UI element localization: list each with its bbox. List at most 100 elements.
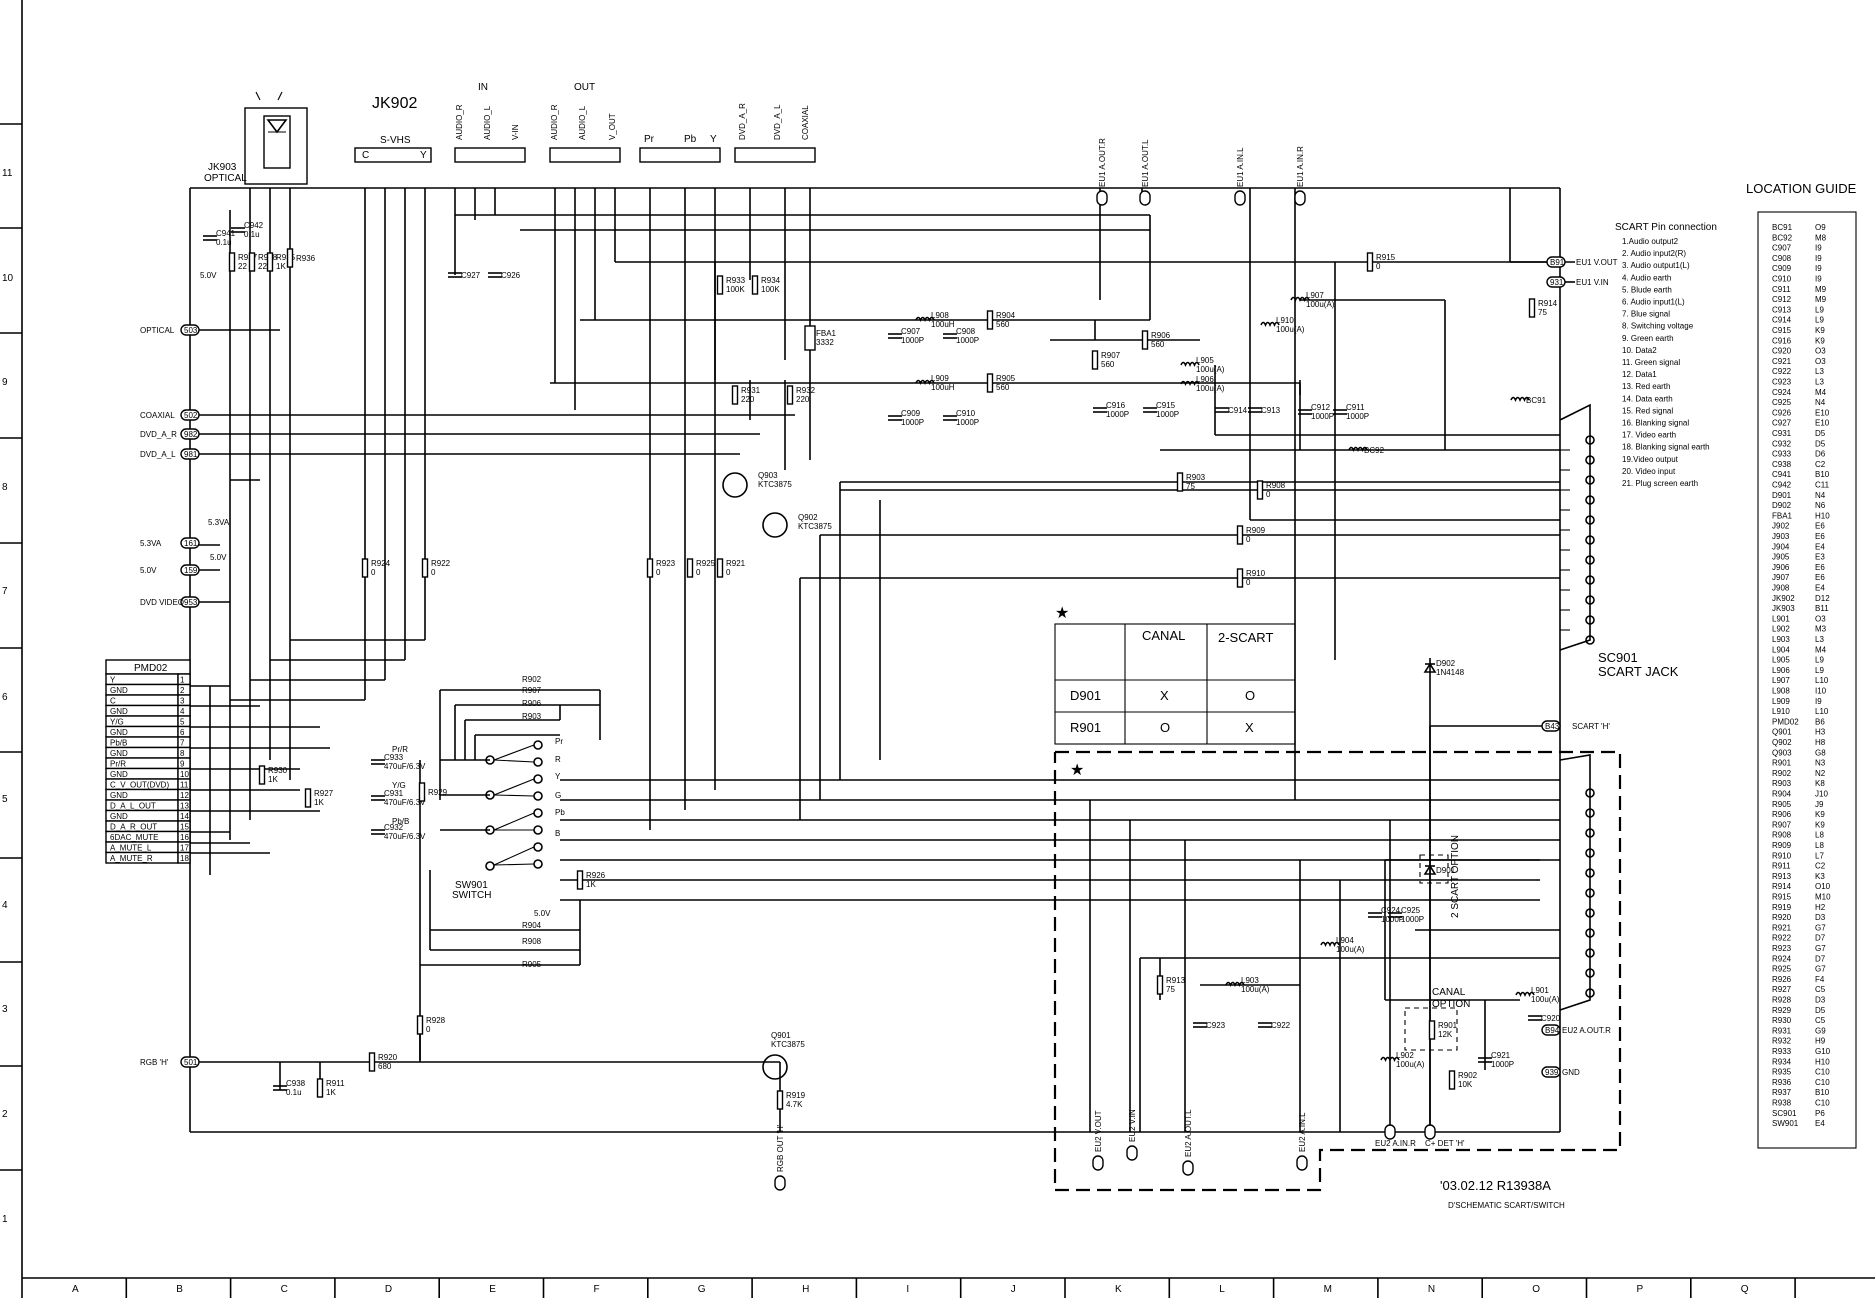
col-label: Q [1741, 1284, 1749, 1295]
location-ref: C910 [1772, 275, 1792, 284]
connector-svhs: JK902 S-VHS C Y [354, 95, 432, 163]
scart-pin-item: 10. Data2 [1622, 346, 1657, 355]
location-ref: J905 [1772, 553, 1790, 562]
r913-label: R913 [1166, 976, 1186, 985]
sw_y-label: Y [555, 772, 561, 781]
location-grid: L9 [1815, 666, 1824, 675]
location-ref: C920 [1772, 347, 1792, 356]
c941-label: C941 [216, 229, 236, 238]
row-label: 4 [2, 900, 8, 911]
location-ref: R913 [1772, 872, 1792, 881]
location-grid: H8 [1815, 738, 1826, 747]
r927-label: R927 [314, 789, 334, 798]
location-ref: L908 [1772, 687, 1790, 696]
col-label: P [1637, 1284, 1644, 1295]
scart-pin-item: 19.Video output [1622, 455, 1679, 464]
location-grid: H9 [1815, 1037, 1826, 1046]
r924-label: R924 [371, 559, 391, 568]
pmd02-pin: 6DAC_MUTE [110, 833, 158, 842]
r935-value: 1K [276, 262, 286, 271]
d902-value: 1N4148 [1436, 668, 1465, 677]
location-grid: G8 [1815, 748, 1826, 757]
table-header-2scart: 2-SCART [1218, 630, 1273, 645]
scart-pin-item: 20. Video input [1622, 467, 1676, 476]
c921-label: C921 [1491, 1051, 1511, 1060]
location-ref: C925 [1772, 398, 1792, 407]
sc901-sublabel: SCART JACK [1598, 664, 1679, 679]
pmd02-pin: GND [110, 812, 128, 821]
scart-pin-title: SCART Pin connection [1615, 222, 1717, 233]
row-label: 2 [2, 1109, 8, 1120]
r903l-label: R903 [522, 712, 542, 721]
location-ref: R914 [1772, 882, 1792, 891]
pin-code: 503 [184, 326, 198, 335]
r937-label: R937 [238, 253, 258, 262]
location-ref: L904 [1772, 645, 1790, 654]
r920-label: R920 [378, 1053, 398, 1062]
pmd02-pin: Y [110, 676, 116, 685]
q902-value: KTC3875 [798, 522, 832, 531]
location-grid: H3 [1815, 728, 1826, 737]
r905-value: 560 [996, 383, 1010, 392]
l908-value: 100uH [931, 320, 955, 329]
location-ref: C931 [1772, 429, 1792, 438]
location-ref: L905 [1772, 656, 1790, 665]
location-ref: R931 [1772, 1026, 1792, 1035]
location-ref: R919 [1772, 903, 1792, 912]
location-ref: C916 [1772, 336, 1792, 345]
location-ref: R922 [1772, 934, 1792, 943]
r903-value: 75 [1186, 482, 1195, 491]
audio-l2-label: AUDIO_L [578, 105, 587, 140]
location-grid: C10 [1815, 1099, 1830, 1108]
v-in-label: V-IN [511, 124, 520, 140]
r906-value: 560 [1151, 340, 1165, 349]
location-grid: J9 [1815, 800, 1824, 809]
pin-code: 159 [184, 566, 198, 575]
location-ref: PMD02 [1772, 717, 1799, 726]
scart-pin-item: 5. Blude earth [1622, 285, 1672, 294]
location-ref: C938 [1772, 460, 1792, 469]
fba1-value: 3332 [816, 338, 834, 347]
location-grid: E6 [1815, 522, 1825, 531]
location-ref: R902 [1772, 769, 1792, 778]
location-grid: H10 [1815, 1057, 1830, 1066]
pmd02-pin-number: 17 [180, 844, 189, 853]
row-label: 5 [2, 794, 8, 805]
r919-value: 4.7K [786, 1100, 803, 1109]
c913-label: C913 [1261, 406, 1281, 415]
pr-label: Pr [644, 134, 655, 145]
scart-jack: SC901 SCART JACK [1559, 403, 1679, 1011]
pin-code: 953 [184, 598, 198, 607]
col-label: F [594, 1284, 600, 1295]
eu1_aout_l-signal: EU1 A.OUT.L [1141, 139, 1150, 187]
rail-50v-c: 5.0V [534, 909, 551, 918]
l902-label: L902 [1396, 1051, 1414, 1060]
c911-label: C911 [1346, 403, 1365, 412]
r906-label: R906 [1151, 331, 1171, 340]
table-cell: X [1245, 720, 1254, 735]
location-ref: C924 [1772, 388, 1792, 397]
connector-audio-out: OUT AUDIO_R AUDIO_L V_OUT [549, 82, 621, 163]
location-ref: C907 [1772, 244, 1792, 253]
pmd02-pin: Pr/R [110, 760, 126, 769]
c922-label: C922 [1271, 1021, 1291, 1030]
c931-label: C931 [384, 789, 404, 798]
location-ref: R933 [1772, 1047, 1792, 1056]
location-ref: R911 [1772, 862, 1791, 871]
dvd-a-r-label: DVD_A_R [738, 103, 747, 140]
